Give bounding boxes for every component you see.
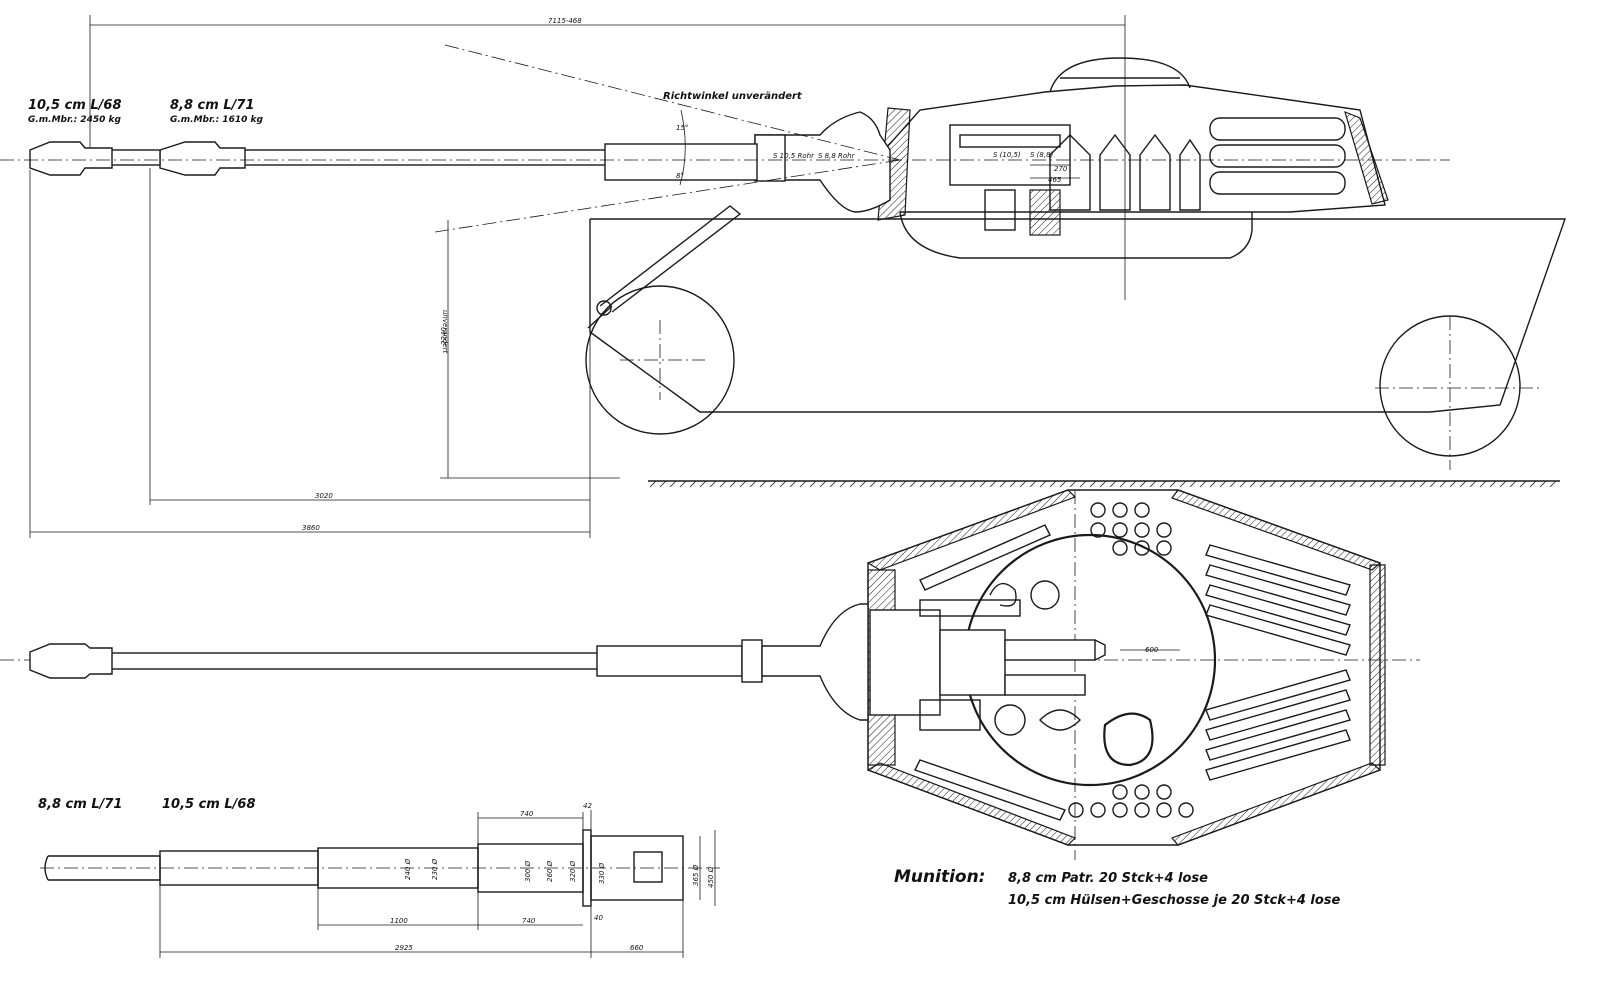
- barrel-label-88: 8,8 cm L/71: [38, 797, 122, 812]
- muzzle-brake-top: [29, 643, 113, 679]
- dim-3020: 3020: [315, 492, 333, 500]
- dim-1100: 1100: [390, 917, 408, 925]
- dim-2925: 2925: [395, 944, 413, 952]
- barrel-comparison: [40, 810, 720, 958]
- munition-line-1: 8,8 cm Patr. 20 Stck+4 lose: [1008, 871, 1208, 886]
- side-weight-105: G.m.Mbr.: 2450 kg: [28, 115, 121, 125]
- side-label-88: 8,8 cm L/71: [170, 98, 254, 113]
- muzzle-brake-88: [159, 141, 246, 176]
- angle-up: 15°: [676, 124, 688, 132]
- dim-740-bottom: 740: [522, 917, 536, 925]
- s-105-rohr: S 10,5 Rohr: [773, 152, 815, 160]
- gun-mantlet-side: [754, 111, 891, 213]
- dim-270: 270: [1054, 165, 1068, 173]
- barrel-top: [109, 652, 601, 670]
- dia-260: 260 Ø: [546, 860, 554, 882]
- s-88-rohr: S 8,8 Rohr: [818, 152, 856, 160]
- top-view: [0, 489, 1420, 860]
- side-weight-88: G.m.Mbr.: 1610 kg: [170, 115, 263, 125]
- s-105: S (10,5): [993, 151, 1021, 159]
- dia-240: 240 Ø: [404, 858, 412, 880]
- dia-300: 300 Ø: [524, 860, 532, 882]
- side-label-105: 10,5 cm L/68: [28, 98, 122, 113]
- front-wheel: [585, 285, 735, 435]
- dim-42: 42: [583, 802, 592, 810]
- dia-450: 450 Ø: [707, 866, 715, 888]
- barrel-label-105: 10,5 cm L/68: [162, 797, 256, 812]
- side-view: [0, 15, 1566, 538]
- dia-330: 330 Ø: [598, 862, 606, 884]
- dim-height: 2240: [440, 327, 448, 345]
- dim-overall: 7115-468: [548, 17, 582, 25]
- dim-3860: 3860: [302, 524, 320, 532]
- munition-line-2: 10,5 cm Hülsen+Geschosse je 20 Stck+4 lo…: [1008, 893, 1341, 908]
- dim-600: 600: [1145, 646, 1159, 654]
- dim-740-top: 740: [520, 810, 534, 818]
- muzzle-brake-105: [29, 141, 113, 176]
- dia-320: 320 Ø: [569, 860, 577, 882]
- barrel-side-88: [239, 149, 611, 166]
- ground-hatch: [649, 480, 1557, 488]
- dim-height-note: unverändert: [441, 310, 449, 354]
- rear-wheel: [1379, 315, 1521, 457]
- s-88: S (8,8): [1030, 151, 1054, 159]
- dim-40: 40: [594, 914, 603, 922]
- dim-660: 660: [630, 944, 644, 952]
- dia-230: 230 Ø: [431, 858, 439, 880]
- munition-title: Munition:: [894, 867, 985, 887]
- dim-465: 465: [1048, 176, 1062, 184]
- angle-down: 8°: [676, 172, 684, 180]
- elevation-note: Richtwinkel unverändert: [663, 91, 803, 102]
- dia-365: 365 Ø: [692, 864, 700, 886]
- gun-mantlet-top: [761, 603, 869, 721]
